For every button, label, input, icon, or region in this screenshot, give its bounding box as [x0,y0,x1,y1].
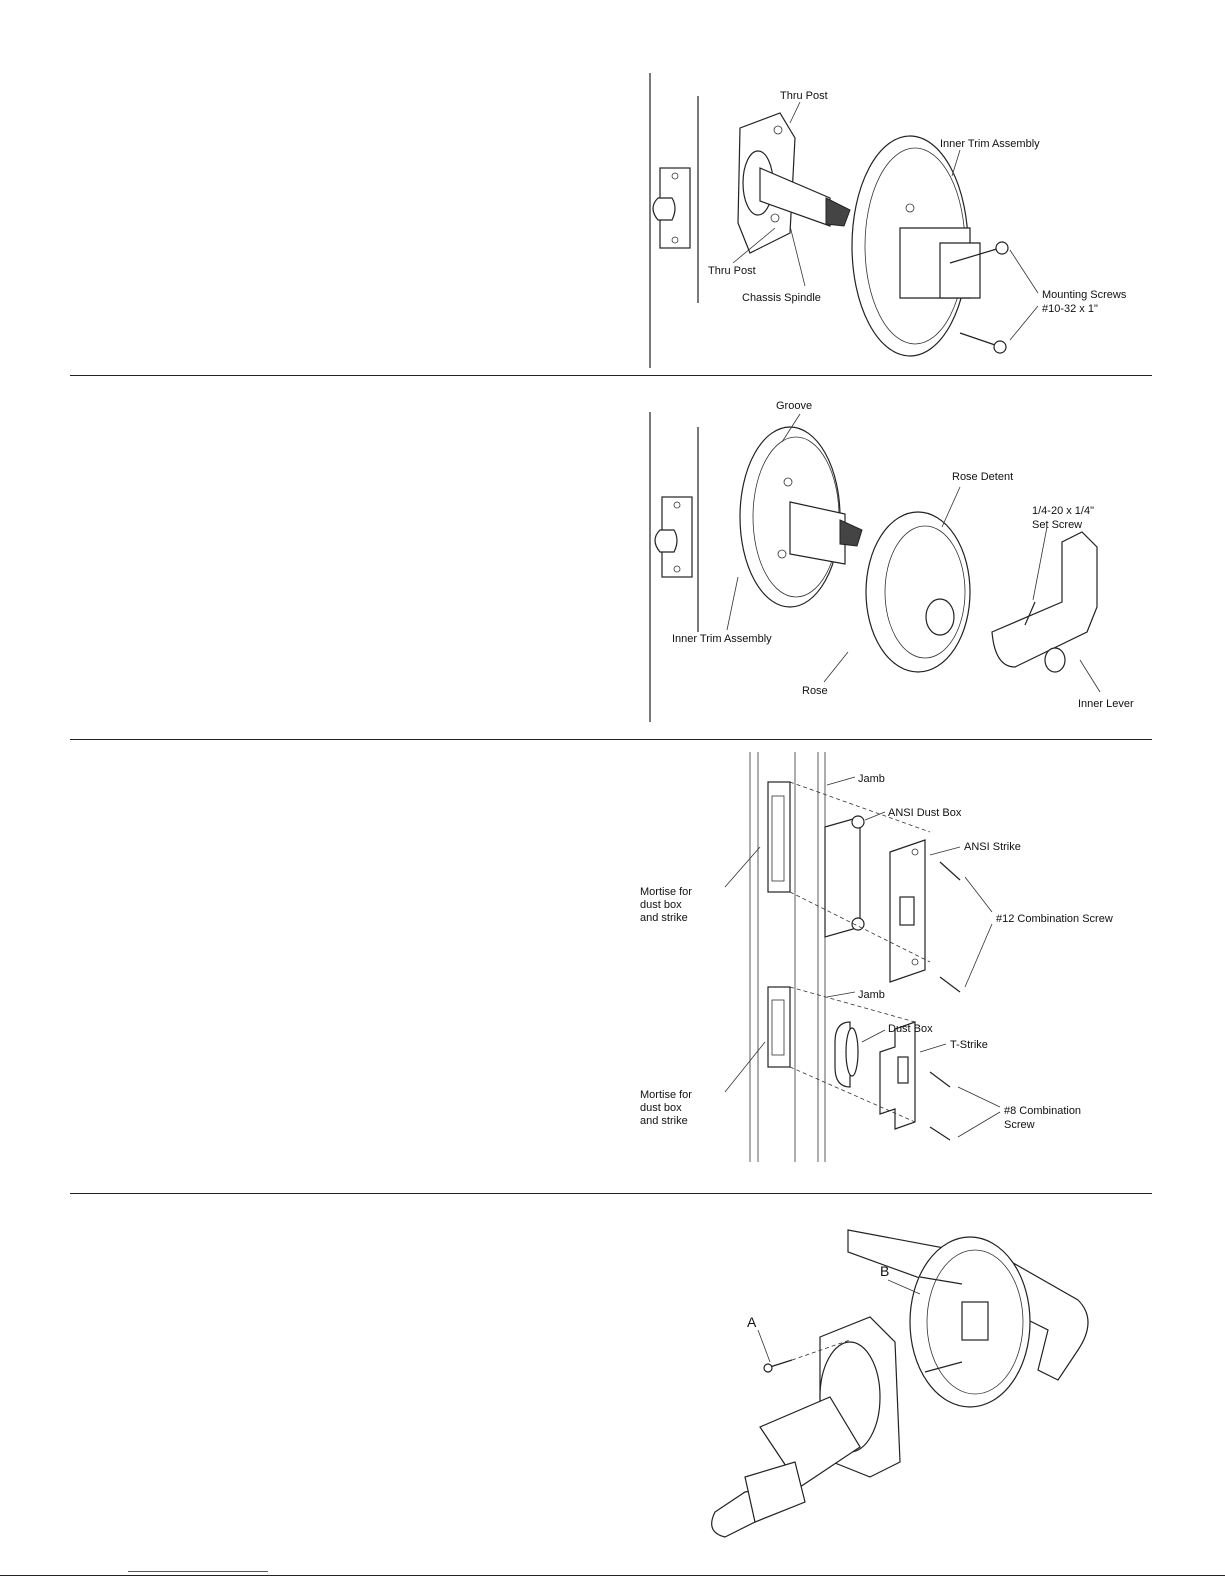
label-groove: Groove [776,400,812,412]
label-dust-box: Dust Box [888,1023,933,1035]
figure-lever-chassis-exploded: A B [700,1212,1120,1552]
figure-4-drawing: A B [711,1229,1089,1538]
footer-link-underline [128,1571,268,1572]
label-mounting-screws-size: #10-32 x 1" [1042,303,1098,315]
label-mortise-top-3: and strike [640,912,688,924]
label-combination-screw-12: #12 Combination Screw [996,913,1113,925]
label-mortise-bottom-1: Mortise for [640,1089,692,1101]
label-thru-post-bottom: Thru Post [708,265,756,277]
label-combination-screw-8-2: Screw [1004,1119,1035,1131]
mounting-screw-upper [949,241,1009,264]
section-divider-1 [70,375,1152,376]
label-thru-post-top: Thru Post [780,90,828,102]
label-mortise-bottom-2: dust box [640,1102,682,1114]
figure-strike-install: Jamb ANSI Dust Box ANSI Strike #12 Combi… [630,752,1150,1172]
label-t-strike: T-Strike [950,1039,988,1051]
mounting-screw-lower [959,332,1007,354]
label-b: B [880,1263,889,1279]
label-chassis-spindle: Chassis Spindle [742,292,821,304]
label-mortise-top-1: Mortise for [640,886,692,898]
figure-3-drawing: Jamb ANSI Dust Box ANSI Strike #12 Combi… [640,752,1113,1162]
figure-1-drawing: Thru Post Inner Trim Assembly Thru Post … [649,73,1127,368]
figure-inner-trim-install: Thru Post Inner Trim Assembly Thru Post … [640,68,1150,368]
label-inner-trim-assembly: Inner Trim Assembly [940,138,1040,150]
label-set-screw: Set Screw [1032,519,1082,531]
label-ansi-strike: ANSI Strike [964,841,1021,853]
label-jamb-bottom: Jamb [858,989,885,1001]
label-mortise-top-2: dust box [640,899,682,911]
label-ansi-dust-box: ANSI Dust Box [888,807,962,819]
figure-2-drawing: Groove Rose Detent 1/4-20 x 1/4" Set Scr… [649,400,1134,722]
label-mounting-screws: Mounting Screws [1042,289,1127,301]
label-mortise-bottom-3: and strike [640,1115,688,1127]
footer-divider [0,1575,1225,1576]
label-rose: Rose [802,685,828,697]
figure-rose-lever-install: Groove Rose Detent 1/4-20 x 1/4" Set Scr… [640,392,1150,722]
label-combination-screw-8: #8 Combination [1004,1105,1081,1117]
section-divider-2 [70,739,1152,740]
label-a: A [747,1314,757,1330]
label-jamb-top: Jamb [858,773,885,785]
label-rose-detent: Rose Detent [952,471,1013,483]
section-divider-3 [70,1193,1152,1194]
label-inner-trim-assembly-2: Inner Trim Assembly [672,633,772,645]
label-inner-lever: Inner Lever [1078,698,1134,710]
label-set-screw-size: 1/4-20 x 1/4" [1032,505,1094,517]
